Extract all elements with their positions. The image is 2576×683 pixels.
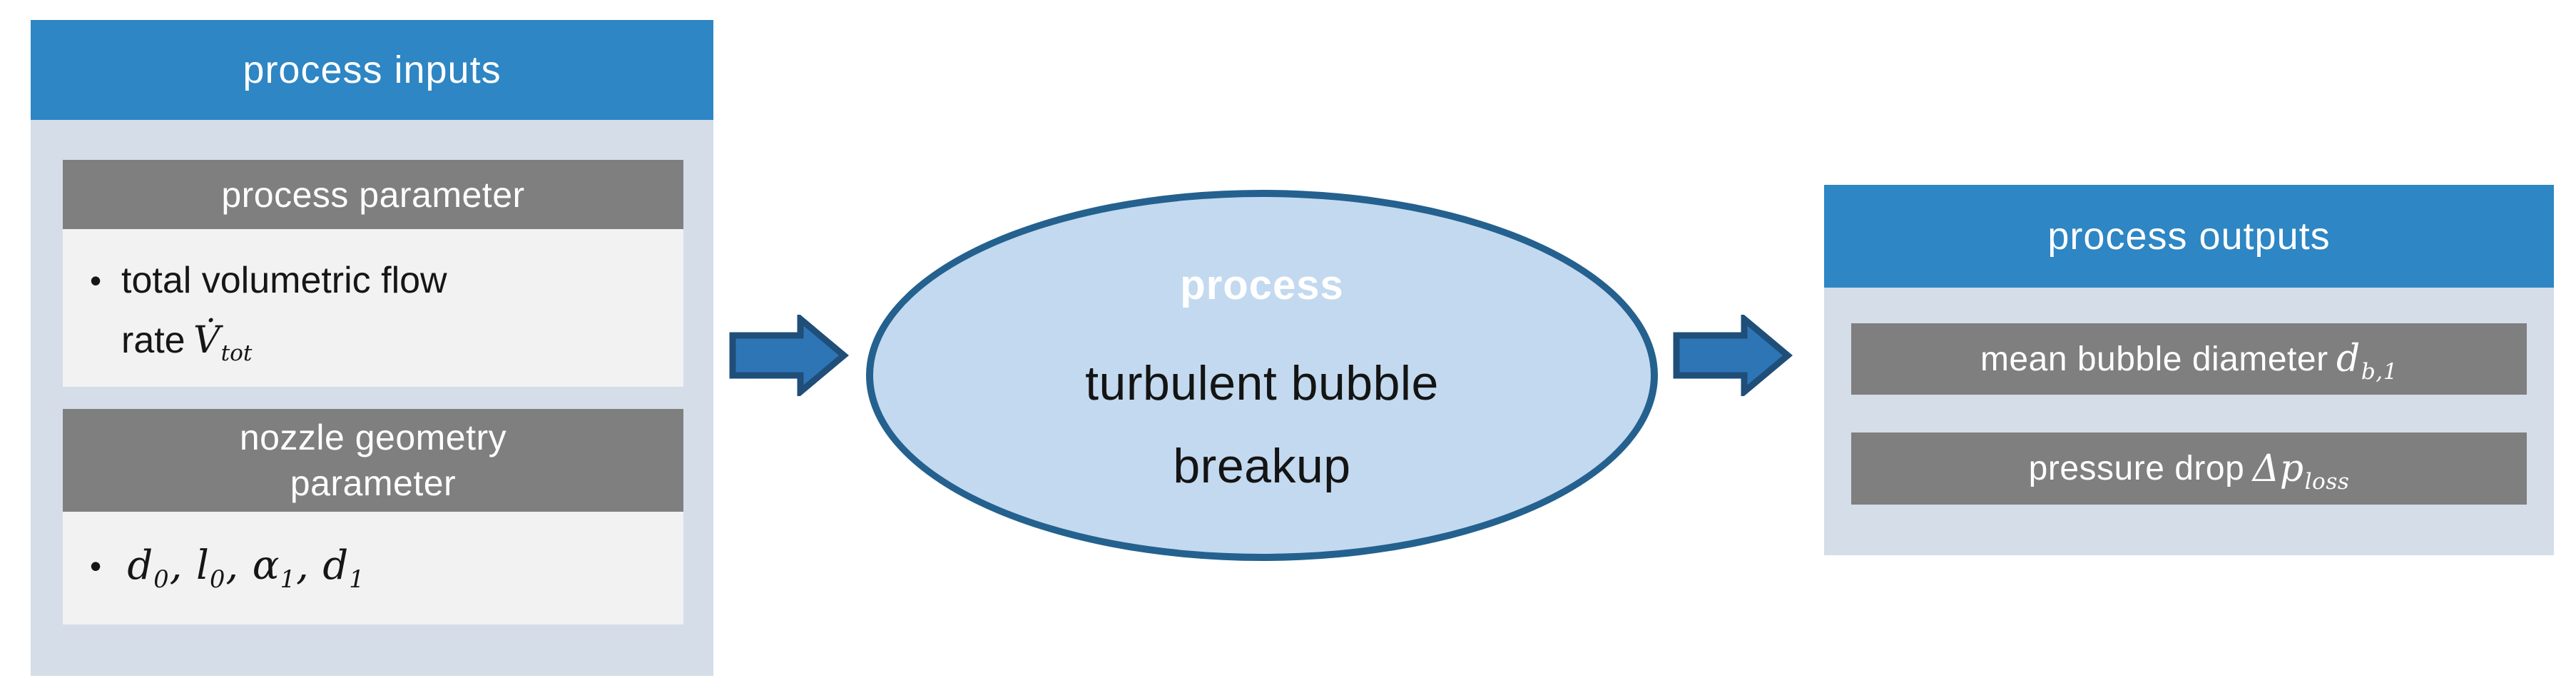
math-volumetric-flow-symbol: V̇tot [193, 319, 252, 365]
nozzle-geometry-values: d0,l0,α1,d1 [121, 536, 364, 597]
section-heading-process-parameter: process parameter [63, 160, 683, 229]
math-d0: d0,l0,α1,d1 [127, 542, 364, 591]
process-label: process [1180, 261, 1344, 308]
output-label: mean bubble diameter [1980, 340, 2328, 378]
math-subscript: 1 [280, 565, 295, 594]
nozzle-geometry-item: • d0,l0,α1,d1 [63, 512, 683, 597]
process-ellipse: process turbulent bubble breakup [866, 190, 1658, 561]
math-main: Δp [2252, 447, 2304, 490]
math-separator: , [295, 542, 309, 589]
nozzle-geometry-content: • d0,l0,α1,d1 [63, 512, 683, 624]
outputs-panel-title: process outputs [1824, 185, 2554, 288]
math-separator: , [225, 542, 239, 589]
bullet-icon: • [90, 547, 102, 585]
item-line1: total volumetric flow [121, 260, 447, 301]
math-main: d [127, 542, 153, 589]
math-main: α [252, 542, 280, 589]
math-subscript: 1 [349, 565, 365, 594]
flow-arrow-icon [729, 315, 849, 396]
math-bubble-diameter-symbol: db,1 [2336, 338, 2398, 383]
math-main: d [322, 542, 349, 589]
math-subscript: 0 [209, 565, 225, 594]
process-name-line2: breakup [1173, 438, 1351, 493]
process-name: turbulent bubble breakup [1085, 342, 1439, 507]
flow-arrow-icon [1673, 315, 1793, 396]
math-subscript: b,1 [2361, 359, 2398, 385]
math-subscript: loss [2304, 468, 2350, 495]
math-subscript: tot [220, 340, 253, 367]
nozzle-geometry-heading-text: nozzle geometry parameter [239, 418, 507, 503]
math-main: d [2336, 338, 2361, 380]
process-name-line1: turbulent bubble [1085, 355, 1439, 410]
item-line2-prefix: rate [121, 320, 185, 361]
math-subscript: 0 [153, 565, 169, 594]
math-separator: , [169, 542, 183, 589]
math-main: V̇ [193, 319, 220, 362]
output-label: pressure drop [2028, 450, 2245, 487]
bullet-icon: • [90, 262, 102, 299]
math-main: l [196, 542, 209, 589]
inputs-panel-body: process parameter • total volumetric flo… [31, 120, 713, 624]
inputs-panel-title: process inputs [31, 20, 713, 120]
section-heading-nozzle-geometry: nozzle geometry parameter [63, 409, 683, 512]
math-pressure-drop-symbol: Δploss [2252, 447, 2350, 493]
process-inputs-panel: process inputs process parameter • total… [31, 20, 713, 676]
